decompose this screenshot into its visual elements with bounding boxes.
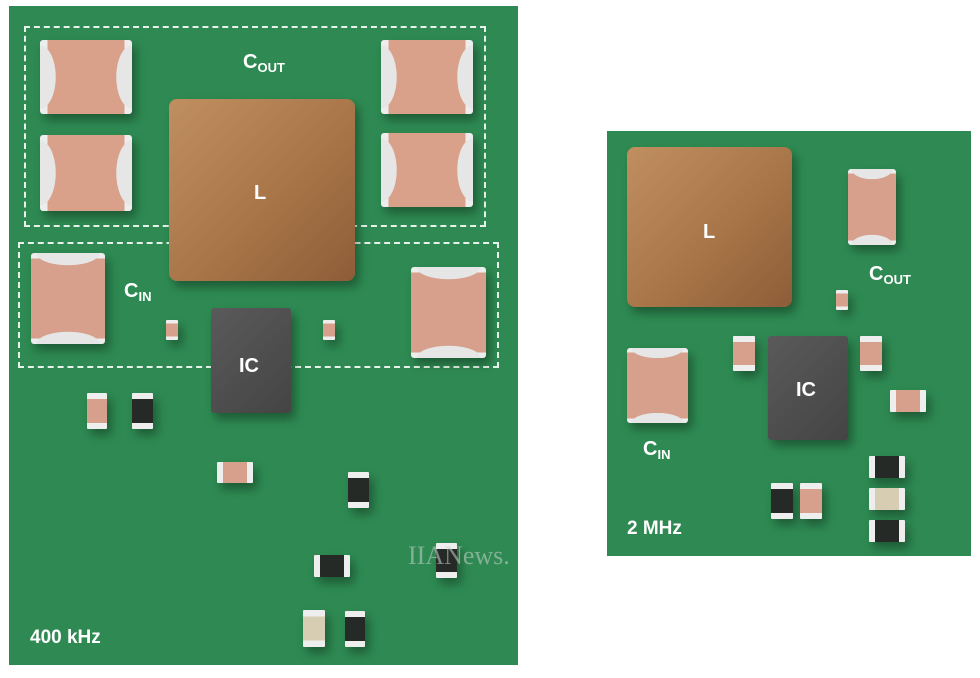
- input-capacitor: [31, 253, 105, 344]
- small-capacitor: [836, 290, 848, 310]
- ic-chip: [211, 308, 291, 413]
- resistor: [348, 472, 369, 508]
- ic-label: IC: [239, 355, 259, 377]
- output-capacitor: [381, 133, 473, 207]
- output-capacitor-2mhz: [848, 169, 896, 245]
- ic-chip-2mhz: [768, 336, 848, 440]
- small-capacitor: [166, 320, 178, 340]
- ic-label-2mhz: IC: [796, 379, 816, 401]
- cout-label-2mhz: COUT: [869, 263, 911, 287]
- inductor: [169, 99, 355, 281]
- cin-label-2mhz: CIN: [643, 438, 671, 462]
- inductor-label-2mhz: L: [703, 221, 716, 243]
- small-capacitor: [800, 483, 822, 519]
- frequency-label-2mhz: 2 MHz: [627, 518, 682, 539]
- small-capacitor: [733, 336, 755, 371]
- inductor-2mhz: [627, 147, 792, 307]
- small-capacitor: [323, 320, 335, 340]
- watermark: IIANews.: [408, 541, 510, 570]
- resistor: [345, 611, 365, 647]
- output-capacitor: [40, 135, 132, 211]
- small-capacitor: [860, 336, 882, 371]
- output-capacitor: [40, 40, 132, 114]
- small-capacitor: [890, 390, 926, 412]
- small-capacitor: [217, 462, 253, 483]
- output-capacitor: [381, 40, 473, 114]
- resistor: [771, 483, 793, 519]
- cin-label: CIN: [124, 280, 152, 304]
- input-capacitor: [411, 267, 486, 358]
- resistor: [869, 520, 905, 542]
- frequency-label-400khz: 400 kHz: [30, 627, 101, 648]
- small-component: [869, 488, 905, 510]
- input-capacitor-2mhz: [627, 348, 688, 423]
- small-component: [303, 610, 325, 647]
- cout-label: COUT: [243, 51, 285, 75]
- resistor: [436, 543, 457, 578]
- small-capacitor: [87, 393, 107, 429]
- resistor: [869, 456, 905, 478]
- resistor: [132, 393, 153, 429]
- resistor: [314, 555, 350, 577]
- inductor-label: L: [254, 182, 267, 204]
